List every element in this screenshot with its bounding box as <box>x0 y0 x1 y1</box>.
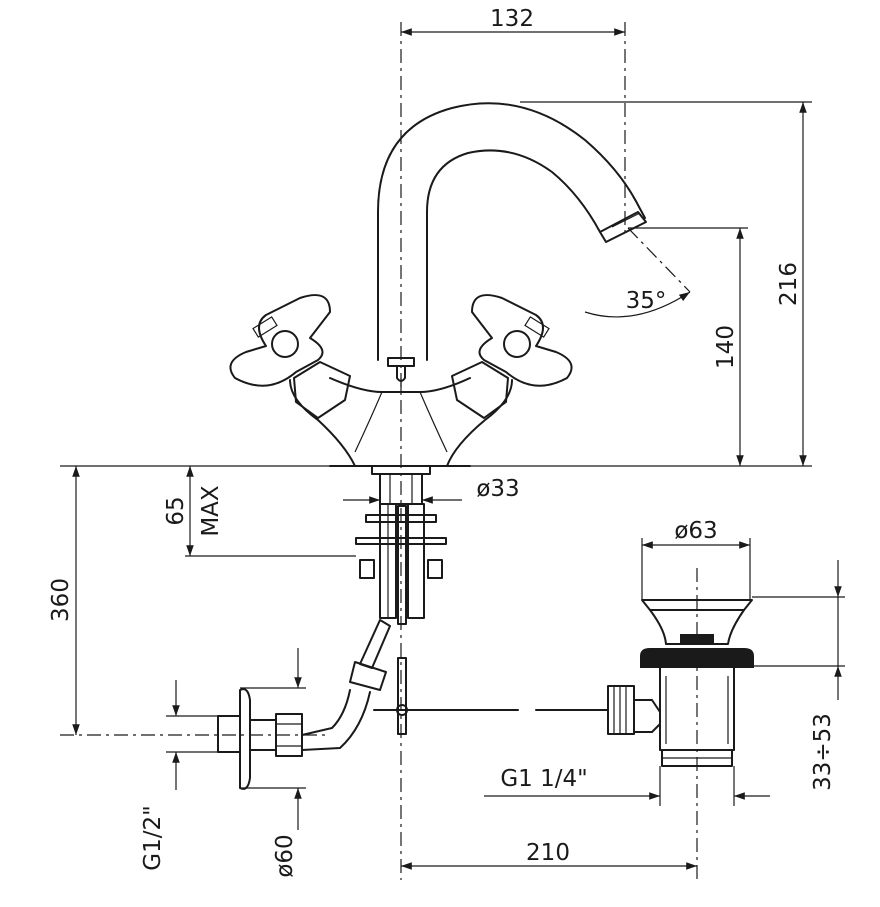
dim-total-height: 216 <box>776 262 802 306</box>
dim-waste-range: 33÷53 <box>810 713 836 791</box>
dim-deck-thickness: 65 <box>163 496 189 525</box>
dim-outlet-height: 140 <box>713 325 739 369</box>
dim-supply-length: 360 <box>48 578 74 622</box>
supply-pipe <box>217 619 391 790</box>
right-cross-handle <box>471 294 573 387</box>
dim-supply-thread: G1/2" <box>140 805 166 870</box>
deck-mounting <box>355 465 519 735</box>
dim-deck-thickness-note: MAX <box>198 485 224 537</box>
pop-up-waste <box>535 599 754 767</box>
dim-waste-offset: 210 <box>526 840 570 866</box>
dim-waste-diameter: ø63 <box>674 518 717 544</box>
dim-flange-diameter: ø60 <box>272 834 298 877</box>
left-cross-handle <box>229 294 331 387</box>
dimension-lines <box>60 28 845 870</box>
dim-waste-thread: G1 1/4" <box>500 766 587 792</box>
dim-spout-angle: 35° <box>626 288 667 314</box>
center-lines <box>60 22 698 880</box>
spout <box>377 102 647 361</box>
dim-spout-reach: 132 <box>490 6 534 32</box>
dim-deck-diameter: ø33 <box>476 476 519 502</box>
dimension-labels: 132 216 140 35° ø33 65 MAX 360 ø63 G1 1/… <box>48 6 836 878</box>
